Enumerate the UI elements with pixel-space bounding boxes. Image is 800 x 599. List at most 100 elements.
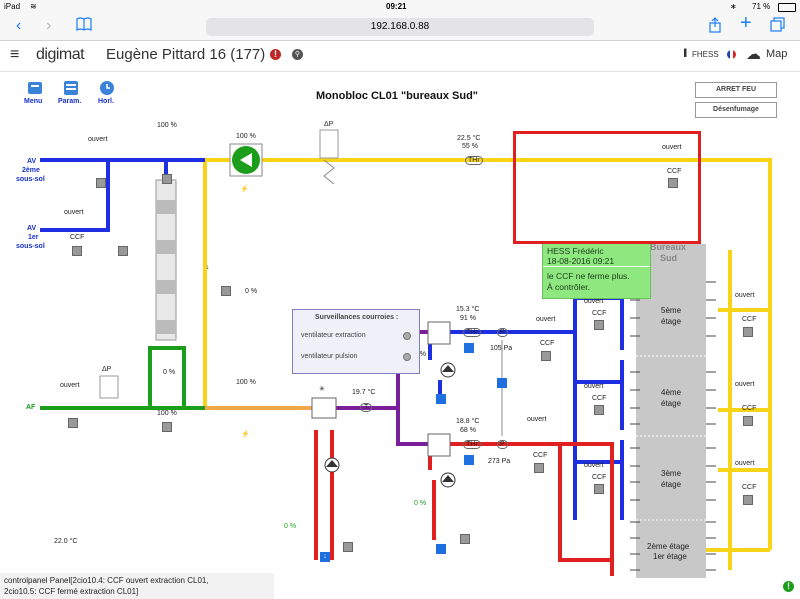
highlight-box — [513, 131, 701, 244]
search-icon[interactable]: ⚲ — [292, 49, 303, 60]
cooling-pump-toggle[interactable] — [436, 394, 446, 404]
return-p-sensor[interactable]: P — [497, 328, 508, 337]
forward-button[interactable]: › — [46, 17, 52, 34]
inlet-av1-level: 1er — [28, 234, 39, 241]
ccf-main-state: ouvert — [662, 144, 682, 151]
mix-pct: 100 % — [236, 379, 256, 386]
belt-monitoring-title: Surveillances courroies : — [315, 314, 399, 321]
damper-3-ccf: CCF — [70, 234, 85, 241]
note-author: HESS Frédéric — [547, 246, 604, 256]
heater-pump-toggle[interactable]: ↓ — [320, 552, 330, 562]
mix-t-sensor[interactable]: T — [360, 403, 373, 412]
belt-pulsion-label: ventilateur pulsion — [301, 353, 358, 360]
note-message-1: le CCF ne ferme plus. — [547, 271, 630, 281]
floor-4-label[interactable]: 4ème — [661, 388, 682, 397]
floor-4-sub[interactable]: étage — [661, 399, 682, 408]
alert-icon[interactable]: ! — [270, 49, 281, 60]
note-popup[interactable]: HESS Frédéric 18-08-2016 09:21 le CCF ne… — [542, 243, 651, 299]
ccf-4-sup-toggle[interactable] — [743, 416, 753, 426]
menu-label[interactable]: Menu — [24, 98, 43, 105]
supply-square[interactable] — [460, 534, 470, 544]
ext-temp: 22.5 °C — [457, 135, 481, 142]
flag-fr-icon[interactable] — [727, 50, 736, 59]
note-date: 18-08-2016 09:21 — [547, 256, 615, 266]
ccf-3-sup-toggle[interactable] — [743, 495, 753, 505]
duct-diagram — [40, 129, 772, 578]
ccf-4-ext-state: ouvert — [584, 383, 604, 390]
dp-alarm-icon[interactable] — [497, 378, 507, 388]
floor-5-label[interactable]: 5ème — [661, 306, 682, 315]
af-damper-toggle[interactable] — [162, 422, 172, 432]
return-thr-sensor[interactable]: THr — [463, 328, 481, 337]
inlet-av1-label: AV — [27, 225, 37, 232]
desenfumage-button[interactable]: Désenfumage — [695, 102, 777, 118]
new-tab-button[interactable]: + — [740, 12, 752, 34]
supply-valve-pct: 0 % — [414, 500, 427, 507]
tabs-icon[interactable] — [770, 17, 786, 38]
share-icon[interactable] — [708, 17, 722, 38]
ext-hum: 55 % — [462, 143, 478, 150]
parameters-label[interactable]: Param. — [58, 98, 82, 105]
supply-thr-sensor[interactable]: THr — [463, 440, 481, 449]
supply-alarm-icon[interactable] — [464, 455, 474, 465]
damper-4-toggle[interactable] — [118, 246, 128, 256]
return-alarm-icon[interactable] — [464, 343, 474, 353]
floor-21-label[interactable]: 2ème étage — [647, 542, 690, 551]
ios-status-bar: iPad ≋ 09:21 ∗ 71 % — [0, 0, 800, 14]
clock-icon[interactable] — [99, 80, 115, 96]
supply-p-sensor[interactable]: P — [497, 440, 508, 449]
event-line-1: controlpanel Panel[2cio10.4: CCF ouvert … — [4, 576, 209, 585]
bookmarks-icon[interactable] — [76, 17, 92, 36]
belt-extraction-label: ventilateur extraction — [301, 332, 366, 339]
damper-af-toggle[interactable] — [68, 418, 78, 428]
ccf-3-ext-toggle[interactable] — [594, 484, 604, 494]
ccf-main-toggle[interactable] — [668, 178, 678, 188]
hamburger-menu-icon[interactable]: ≡ — [10, 46, 20, 63]
url-bar[interactable]: 192.168.0.88 — [206, 18, 594, 36]
supply-hum: 68 % — [460, 427, 476, 434]
cloud-icon[interactable]: ☁ — [746, 46, 761, 63]
floor-3-label[interactable]: 3ème — [661, 469, 682, 478]
bluetooth-icon: ∗ — [730, 2, 737, 11]
ccf-5-ext-toggle[interactable] — [594, 320, 604, 330]
horloge-label[interactable]: Horl. — [98, 98, 114, 105]
inlet-av1-sub: sous-sol — [16, 243, 45, 250]
ccf-sup-toggle[interactable] — [534, 463, 544, 473]
event-line-2: 2cio10.5: CCF fermé extraction CL01] — [4, 587, 139, 596]
damper-1-toggle[interactable] — [96, 178, 106, 188]
heater-square[interactable] — [343, 542, 353, 552]
supply-pump-toggle[interactable] — [436, 544, 446, 554]
mix-status-icon: ⚡ — [241, 431, 250, 438]
ccf-4-ext-toggle[interactable] — [594, 405, 604, 415]
ccf-5-sup-state: ouvert — [735, 292, 755, 299]
clock: 09:21 — [386, 2, 407, 11]
parameters-icon[interactable] — [63, 80, 79, 96]
belt-extraction-led-icon — [403, 332, 411, 340]
floor-3-sub[interactable]: étage — [661, 480, 682, 489]
damper-1-state: ouvert — [88, 136, 108, 143]
ccf-5-ext-label: CCF — [592, 310, 607, 317]
ccf-5-sup-toggle[interactable] — [743, 327, 753, 337]
ext-thr-sensor[interactable]: THr — [465, 156, 483, 165]
map-link[interactable]: Map — [766, 48, 788, 60]
ccf-main-label: CCF — [667, 168, 682, 175]
app-header: ≡ digimat Eugène Pittard 16 (177) ! ⚲ ▌ … — [0, 41, 800, 72]
belt-pulsion-led-icon — [403, 353, 411, 361]
fan-pct: 100 % — [236, 133, 256, 140]
mix-temp: 19.7 °C — [352, 389, 376, 396]
floor-21-sub[interactable]: 1er étage — [653, 552, 687, 561]
floor-5-sub[interactable]: étage — [661, 317, 682, 326]
bypass-damper-toggle[interactable] — [221, 286, 231, 296]
arret-feu-button[interactable]: ARRET FEU — [695, 82, 777, 98]
event-status-bar: controlpanel Panel[2cio10.4: CCF ouvert … — [0, 573, 274, 599]
ccf-ret-toggle[interactable] — [541, 351, 551, 361]
ccf-3-sup-label: CCF — [742, 484, 757, 491]
status-ok-icon[interactable]: ! — [783, 581, 794, 592]
menu-icon[interactable] — [27, 80, 43, 96]
damper-3-toggle[interactable] — [72, 246, 82, 256]
ccf-4-sup-state: ouvert — [735, 381, 755, 388]
damper-2-toggle[interactable] — [162, 174, 172, 184]
ccf-sup-state: ouvert — [527, 416, 547, 423]
back-button[interactable]: ‹ — [16, 17, 22, 34]
filter-dp: ΔP — [324, 121, 334, 128]
